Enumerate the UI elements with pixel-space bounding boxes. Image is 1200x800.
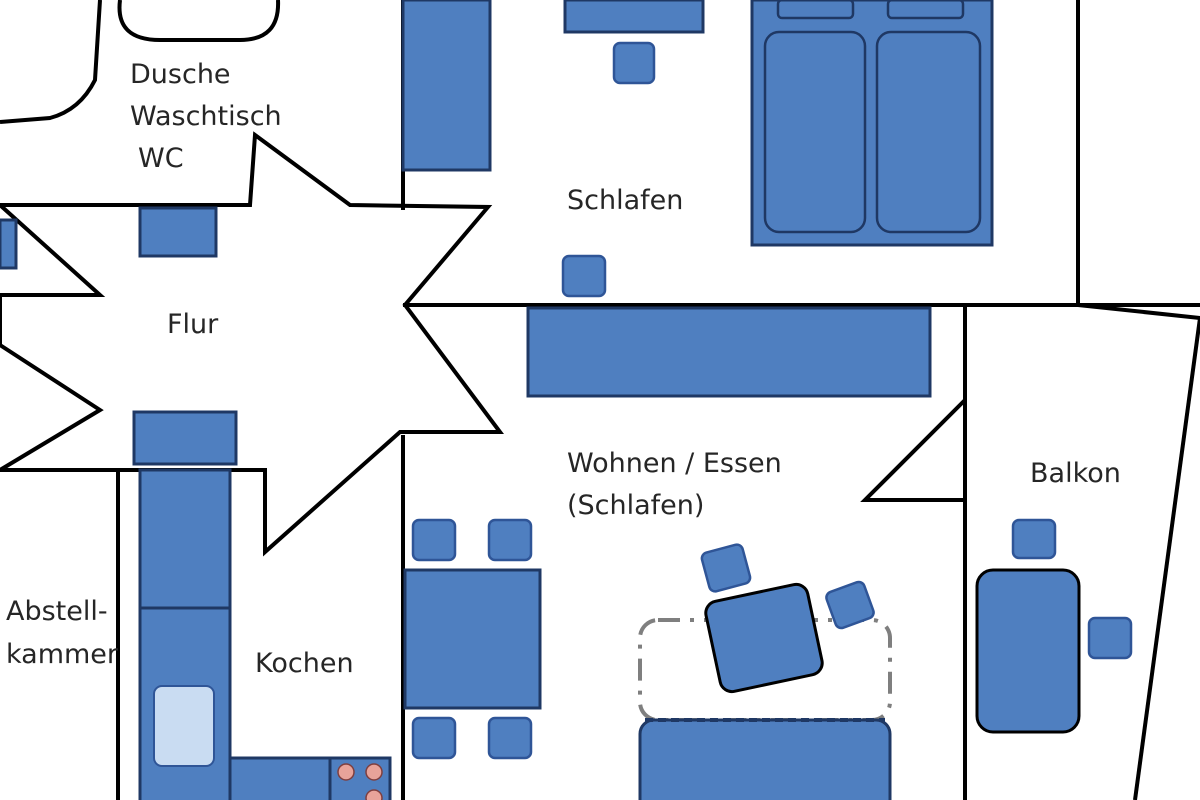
stove-burner bbox=[337, 763, 355, 781]
kitchen-counter-side bbox=[228, 756, 332, 800]
door-swing-marks bbox=[0, 131, 967, 557]
sofa bbox=[638, 718, 892, 800]
dining-chair bbox=[411, 716, 457, 760]
label-kitchen: Kochen bbox=[255, 648, 354, 679]
kitchen-sink bbox=[153, 685, 215, 767]
dining-chair bbox=[487, 716, 533, 760]
balcony-set bbox=[975, 518, 1133, 734]
label-storage-line1: Abstell- bbox=[6, 596, 108, 627]
label-bath-dusche: Dusche bbox=[130, 59, 231, 90]
label-hall: Flur bbox=[167, 309, 219, 340]
lounge-area bbox=[638, 543, 892, 800]
kitchen-counter-upper bbox=[138, 468, 232, 610]
label-bath-waschtisch: Waschtisch bbox=[130, 101, 282, 132]
kitchen-counter bbox=[132, 410, 392, 800]
label-living-line1: Wohnen / Essen bbox=[567, 448, 782, 479]
label-bath-wc: WC bbox=[138, 143, 184, 174]
bath-wall-unit bbox=[0, 218, 18, 270]
stove-burner bbox=[365, 789, 383, 800]
label-storage-line2: kammer bbox=[6, 639, 119, 670]
label-living-line2: (Schlafen) bbox=[567, 490, 704, 521]
door-swing-hall-star bbox=[0, 131, 504, 557]
balcony-chair bbox=[1011, 518, 1057, 560]
wall-bath-tub-right bbox=[117, 0, 281, 42]
bed-frame bbox=[750, 0, 994, 247]
dining-chair bbox=[487, 518, 533, 562]
label-sleeping: Schlafen bbox=[567, 185, 683, 216]
wall-balcony-right bbox=[1133, 317, 1200, 800]
kitchen-top-unit bbox=[132, 410, 238, 466]
balcony-table bbox=[975, 568, 1081, 734]
bath-vanity bbox=[138, 206, 218, 258]
living-wardrobe bbox=[526, 306, 932, 398]
lounge-chair bbox=[825, 580, 875, 630]
room-labels: Dusche Waschtisch WC Flur Schlafen Wohne… bbox=[6, 59, 1121, 679]
stool-bottom bbox=[561, 254, 607, 298]
wardrobe-left bbox=[401, 0, 492, 172]
balcony-chair bbox=[1087, 616, 1133, 660]
desk bbox=[563, 0, 705, 34]
dining-chair bbox=[411, 518, 457, 562]
double-bed bbox=[750, 0, 994, 247]
wall-balcony-top bbox=[1077, 303, 1200, 320]
dining-set bbox=[403, 518, 542, 760]
armchair bbox=[704, 582, 824, 694]
bed-mattress-left bbox=[763, 30, 867, 234]
label-balcony: Balkon bbox=[1030, 458, 1121, 489]
bed-pillow-left bbox=[776, 0, 855, 20]
bed-mattress-right bbox=[875, 30, 982, 234]
door-swing-living-to-balcony bbox=[860, 398, 967, 502]
dining-table bbox=[403, 568, 542, 710]
stool-top bbox=[612, 41, 656, 85]
wall-bathroom-outline bbox=[0, 0, 102, 124]
bed-pillow-right bbox=[886, 0, 965, 20]
stove-burner bbox=[365, 763, 383, 781]
lounge-chair bbox=[700, 543, 752, 593]
